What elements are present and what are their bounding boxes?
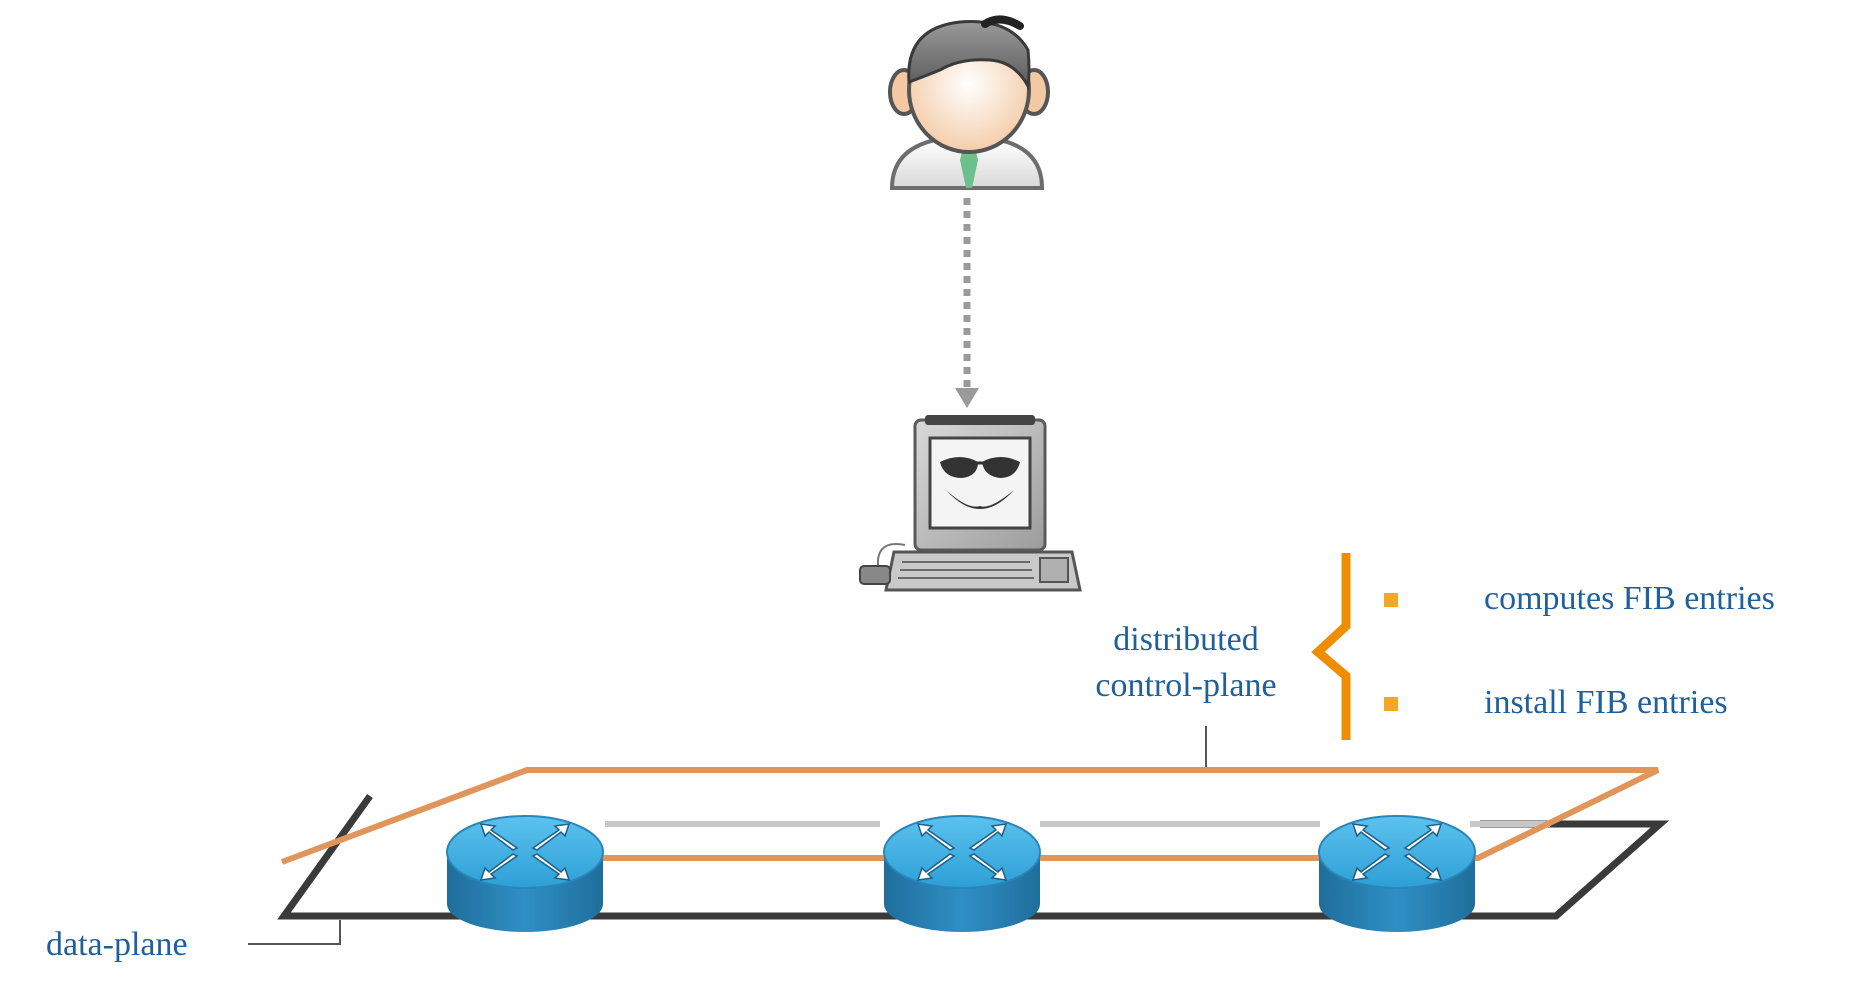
control-plane-label-line2: control-plane — [1095, 667, 1276, 704]
bullet-text: computes FIB entries — [1484, 580, 1775, 617]
person-icon — [888, 15, 1050, 190]
bullet-square — [1384, 697, 1398, 711]
control-plane-label-line1: distributed — [1113, 621, 1258, 658]
router-icon — [883, 815, 1041, 932]
bullet-item: computes FIB entries — [1384, 580, 1775, 617]
computer-icon — [859, 415, 1082, 592]
dotted-arrow — [955, 198, 979, 408]
data-plane-label: data-plane — [46, 926, 188, 963]
bullet-list: computes FIB entries install FIB entries — [1384, 580, 1775, 721]
data-plane-frame — [277, 793, 1670, 920]
router-icon — [446, 815, 604, 932]
brace — [1311, 553, 1351, 740]
data-plane-leader — [248, 920, 341, 945]
bullet-text: install FIB entries — [1484, 684, 1728, 721]
bullet-item: install FIB entries — [1384, 684, 1728, 721]
bullet-square — [1384, 593, 1398, 607]
router-icon — [1318, 815, 1476, 932]
